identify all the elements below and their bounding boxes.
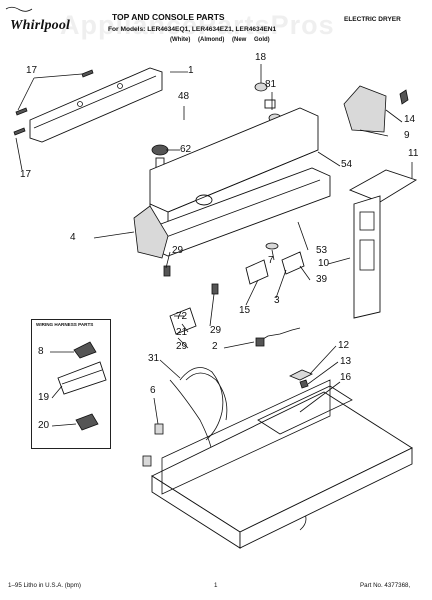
callout-13: 13 xyxy=(340,356,352,367)
callout-29-b: 29 xyxy=(210,325,222,336)
callout-53: 53 xyxy=(316,245,328,256)
callout-14: 14 xyxy=(404,114,416,125)
end-cap-11 xyxy=(348,169,418,319)
callout-10: 10 xyxy=(318,258,330,269)
callout-3: 3 xyxy=(274,295,280,306)
hinge-6 xyxy=(142,423,164,467)
wiring-harness-box xyxy=(31,319,111,449)
callout-6: 6 xyxy=(150,385,156,396)
footer-part-number: Part No. 4377368, xyxy=(360,582,411,589)
dryer-top xyxy=(151,379,413,549)
page-title: TOP AND CONSOLE PARTS xyxy=(112,12,225,22)
callout-72: 72 xyxy=(176,311,188,322)
callout-29-a: 29 xyxy=(172,245,184,256)
callout-31: 31 xyxy=(148,353,160,364)
callout-17-bottom: 17 xyxy=(20,169,32,180)
callout-29-c: 29 xyxy=(176,341,188,352)
callout-18: 18 xyxy=(255,52,267,63)
timer-parts xyxy=(245,242,305,285)
panel-hinge-14 xyxy=(343,85,409,133)
watermark: AppliancePartsPros xyxy=(60,10,335,40)
callout-62: 62 xyxy=(180,144,192,155)
callout-4: 4 xyxy=(70,232,76,243)
callout-54: 54 xyxy=(341,159,353,170)
callout-81: 81 xyxy=(265,79,277,90)
callout-48: 48 xyxy=(178,91,190,102)
wiring-harness-title: WIRING HARNESS PARTS xyxy=(36,322,94,327)
callout-39: 39 xyxy=(316,274,328,285)
callout-1: 1 xyxy=(188,65,194,76)
callout-2: 2 xyxy=(212,341,218,352)
colors-line: (White) (Almond) (New Gold) xyxy=(170,37,270,43)
wiring-parts xyxy=(57,341,107,431)
callout-20: 20 xyxy=(38,420,50,431)
callout-12: 12 xyxy=(338,340,350,351)
callout-21: 21 xyxy=(176,327,188,338)
footer-page: 1 xyxy=(214,582,218,589)
models-line: For Models: LER4634EQ1, LER4634EZ1, LER4… xyxy=(108,26,277,33)
callout-16: 16 xyxy=(340,372,352,383)
screws-17 xyxy=(13,69,94,136)
callout-17-top: 17 xyxy=(26,65,38,76)
footer-litho: 1–95 Litho in U.S.A. (bpm) xyxy=(8,582,81,589)
end-cap-4 xyxy=(133,205,169,259)
callout-11: 11 xyxy=(408,148,419,159)
thermostat-12 xyxy=(289,369,313,389)
callout-lines xyxy=(15,64,413,427)
doc-type: ELECTRIC DRYER xyxy=(344,16,401,23)
callout-15: 15 xyxy=(239,305,251,316)
brand-logo: Whirlpool xyxy=(10,18,71,33)
callout-19: 19 xyxy=(38,392,50,403)
rear-bracket xyxy=(29,67,163,143)
callout-9: 9 xyxy=(404,130,410,141)
switch-group xyxy=(163,265,301,347)
callout-7: 7 xyxy=(268,255,274,266)
callout-8: 8 xyxy=(38,346,44,357)
